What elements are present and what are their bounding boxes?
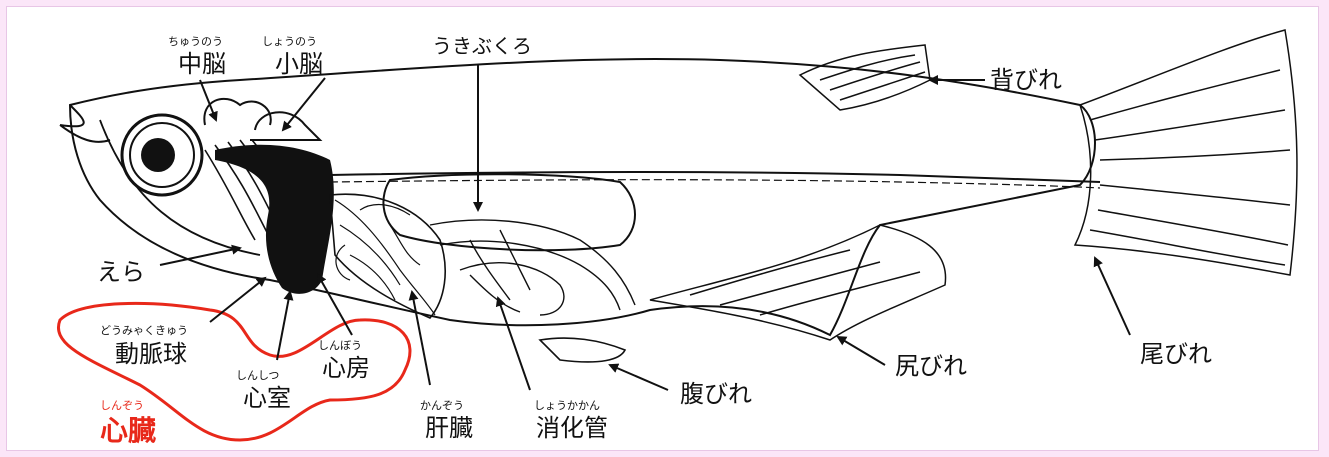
label-chuno-ruby: ちゅうのう — [168, 35, 223, 48]
leader-harabire — [608, 363, 669, 391]
label-shiribire: 尻びれ — [895, 352, 967, 380]
leader-shinbo — [317, 273, 353, 336]
heart-highlight-outline — [57, 301, 412, 442]
dorsal-fin-drawing — [798, 44, 931, 111]
label-kanzo: 肝臓 — [425, 414, 473, 442]
fish-body-outline — [68, 58, 1096, 337]
anal-fin-drawing — [649, 224, 947, 341]
digestive-tract — [429, 219, 636, 316]
leader-kanzo — [408, 290, 431, 386]
label-shinzo: 心臓 — [100, 414, 157, 447]
label-ukibukuro: うきぶくろ — [432, 34, 532, 58]
spine-line-2 — [329, 179, 1101, 189]
label-era: えら — [97, 258, 145, 286]
label-shono: 小脳 — [275, 50, 323, 78]
leader-era — [159, 244, 242, 266]
cerebellum-shape — [250, 111, 323, 141]
label-shinzo-ruby: しんぞう — [100, 399, 144, 412]
label-shokakan-ruby: しょうかかん — [534, 399, 600, 412]
leader-shiribire — [836, 335, 886, 366]
label-kanzo-ruby: かんぞう — [420, 399, 464, 412]
leader-shono — [281, 77, 326, 132]
label-domyakukyu-ruby: どうみゃくきゅう — [100, 324, 188, 337]
caudal-fin-drawing — [1073, 29, 1298, 276]
leader-lines — [159, 65, 1131, 391]
eye-ring — [129, 122, 195, 188]
leader-chuno — [199, 79, 218, 122]
label-sebire: 背びれ — [990, 66, 1062, 94]
leader-obire — [1093, 256, 1131, 336]
heart-atrium-ventricle — [215, 144, 334, 294]
label-domyakukyu: 動脈球 — [115, 340, 187, 368]
swim-bladder — [382, 173, 636, 252]
label-shinshitsu: 心室 — [243, 384, 291, 412]
label-shokakan: 消化管 — [536, 414, 608, 442]
label-shinshitsu-ruby: しんしつ — [236, 369, 280, 382]
leader-shokakan — [495, 296, 531, 391]
spine-line — [329, 170, 1101, 183]
midbrain-shape — [203, 97, 272, 126]
leader-shinshitsu — [276, 290, 294, 361]
liver-vessels — [334, 199, 436, 316]
mouth-line — [59, 104, 111, 143]
label-shono-ruby: しょうのう — [262, 35, 317, 48]
eye-pupil — [141, 138, 175, 172]
label-shinbo: 心房 — [322, 354, 370, 382]
liver-outline — [329, 193, 446, 319]
leader-domyakukyu — [209, 276, 267, 323]
label-chuno: 中脳 — [178, 50, 226, 78]
pelvic-fin-drawing — [538, 337, 627, 363]
label-harabire: 腹びれ — [680, 380, 752, 408]
label-shinbo-ruby: しんぼう — [318, 339, 362, 352]
label-obire: 尾びれ — [1140, 340, 1212, 368]
